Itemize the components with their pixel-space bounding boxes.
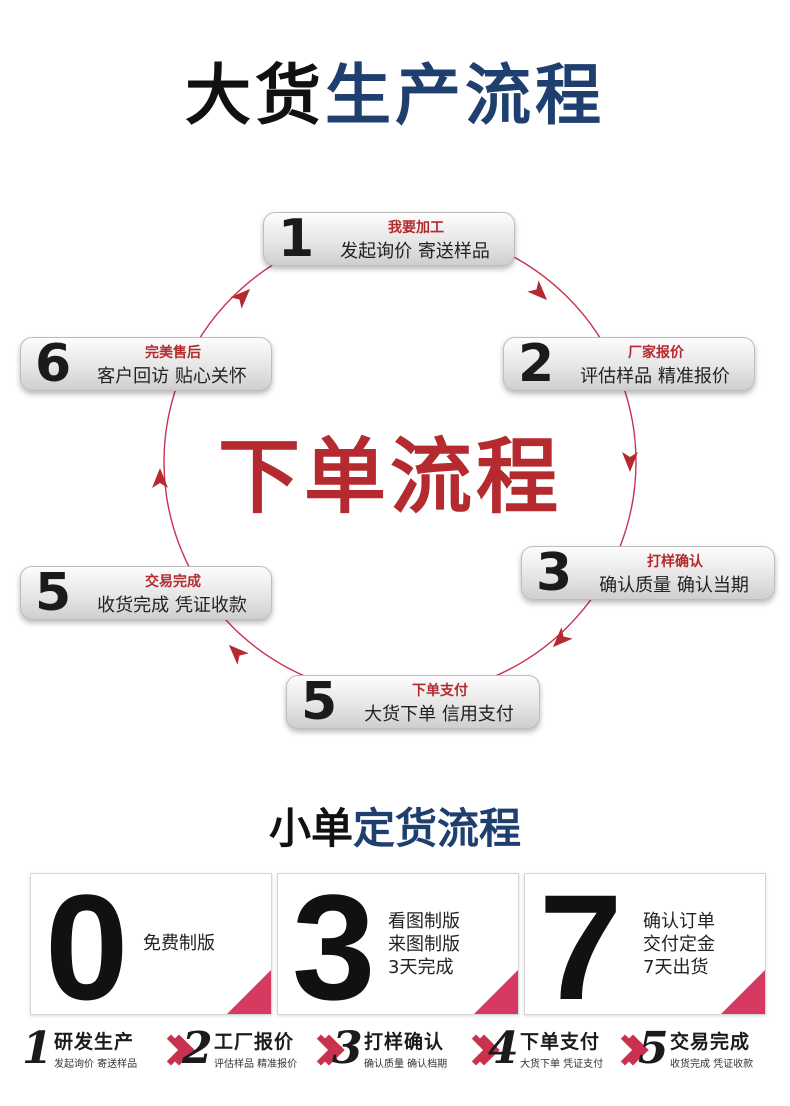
flow-title: 工厂报价 [214, 1031, 295, 1053]
flow-number: 5 [638, 1023, 669, 1074]
flow-subtitle: 发起询价 寄送样品 [54, 1059, 138, 1070]
corner-triangle [474, 970, 518, 1014]
card-line: 看图制版 [388, 911, 460, 932]
step-description: 发起询价 寄送样品 [340, 241, 490, 262]
flow-title: 打样确认 [364, 1031, 445, 1053]
step-number: 5 [35, 563, 72, 623]
step-number: 2 [518, 334, 555, 394]
title-dark-part: 大货 [185, 57, 325, 134]
card-lines: 确认订单 交付定金 7天出货 [643, 910, 715, 979]
card-line: 来图制版 [388, 934, 460, 955]
card-number: 7 [539, 873, 623, 1015]
card-line: 交付定金 [643, 934, 715, 955]
flow-title: 研发生产 [54, 1031, 135, 1053]
card-line: 免费制版 [143, 933, 215, 954]
flow-number: 1 [22, 1023, 53, 1074]
step-number: 1 [278, 209, 315, 269]
step-description: 确认质量 确认当期 [599, 575, 749, 596]
card-three-days: 3 看图制版 来图制版 3天完成 [277, 873, 519, 1015]
flow-title: 交易完成 [670, 1031, 751, 1053]
step-number: 5 [301, 672, 338, 732]
flow-title: 下单支付 [520, 1031, 601, 1053]
flow-item-4: 4 下单支付 大货下单 凭证支付 [486, 1023, 626, 1079]
card-number: 3 [292, 873, 376, 1015]
flow-bar: 1 研发生产 发起询价 寄送样品 2 工厂报价 评估样品 精准报价 3 打样确认… [20, 1023, 780, 1079]
card-lines: 看图制版 来图制版 3天完成 [388, 910, 460, 979]
flow-item-1: 1 研发生产 发起询价 寄送样品 [20, 1023, 160, 1079]
step-heading: 下单支付 [412, 683, 468, 699]
arrow-to-step-6 [230, 288, 251, 309]
flow-number: 4 [488, 1023, 519, 1074]
flow-item-3: 3 打样确认 确认质量 确认档期 [330, 1023, 470, 1079]
flow-number: 3 [332, 1023, 363, 1074]
step-heading: 打样确认 [647, 554, 703, 570]
step-description: 收货完成 凭证收款 [97, 595, 247, 616]
card-free-sample: 0 免费制版 [30, 873, 272, 1015]
corner-triangle [227, 970, 271, 1014]
flow-subtitle: 大货下单 凭证支付 [520, 1059, 604, 1070]
flow-item-5: 5 交易完成 收货完成 凭证收款 [636, 1023, 780, 1079]
step-pill-5: 5 交易完成 收货完成 凭证收款 [20, 563, 272, 623]
flow-subtitle: 收货完成 凭证收款 [670, 1059, 754, 1070]
card-number: 0 [45, 873, 129, 1015]
step-pill-3: 3 打样确认 确认质量 确认当期 [521, 543, 775, 603]
flow-item-2: 2 工厂报价 评估样品 精准报价 [180, 1023, 320, 1079]
arrow-to-step-3 [622, 452, 638, 472]
card-line: 确认订单 [643, 911, 715, 932]
step-number: 6 [35, 334, 72, 394]
arrow-to-step-5a [228, 644, 249, 665]
step-pill-2: 2 厂家报价 评估样品 精准报价 [503, 334, 755, 394]
section-subtitle: 小单定货流程 [0, 795, 790, 856]
arrow-to-step-4 [552, 627, 573, 648]
step-pill-1: 1 我要加工 发起询价 寄送样品 [263, 209, 515, 269]
step-pill-4: 5 下单支付 大货下单 信用支付 [286, 672, 540, 732]
step-heading: 厂家报价 [628, 345, 684, 361]
step-pill-6: 6 完美售后 客户回访 贴心关怀 [20, 334, 272, 394]
center-title: 下单流程 [217, 429, 562, 525]
card-lines: 免费制版 [143, 932, 215, 955]
step-description: 评估样品 精准报价 [580, 366, 730, 387]
page-title: 大货生产流程 [0, 42, 790, 138]
flow-number: 2 [182, 1023, 213, 1074]
title-blue-part: 生产流程 [325, 57, 605, 134]
step-heading: 我要加工 [388, 220, 444, 236]
step-number: 3 [536, 543, 573, 603]
subtitle-dark-part: 小单 [268, 804, 353, 853]
card-seven-days: 7 确认订单 交付定金 7天出货 [524, 873, 766, 1015]
card-line: 7天出货 [643, 957, 709, 978]
step-heading: 完美售后 [145, 345, 201, 361]
step-heading: 交易完成 [145, 574, 201, 590]
flow-subtitle: 评估样品 精准报价 [214, 1059, 298, 1070]
subtitle-blue-part: 定货流程 [353, 804, 522, 853]
step-description: 客户回访 贴心关怀 [97, 366, 247, 387]
card-line: 3天完成 [388, 957, 454, 978]
corner-triangle [721, 970, 765, 1014]
flow-subtitle: 确认质量 确认档期 [364, 1059, 448, 1070]
arrow-to-step-5b [152, 468, 168, 488]
step-description: 大货下单 信用支付 [364, 704, 514, 725]
arrow-to-step-2 [527, 280, 548, 301]
